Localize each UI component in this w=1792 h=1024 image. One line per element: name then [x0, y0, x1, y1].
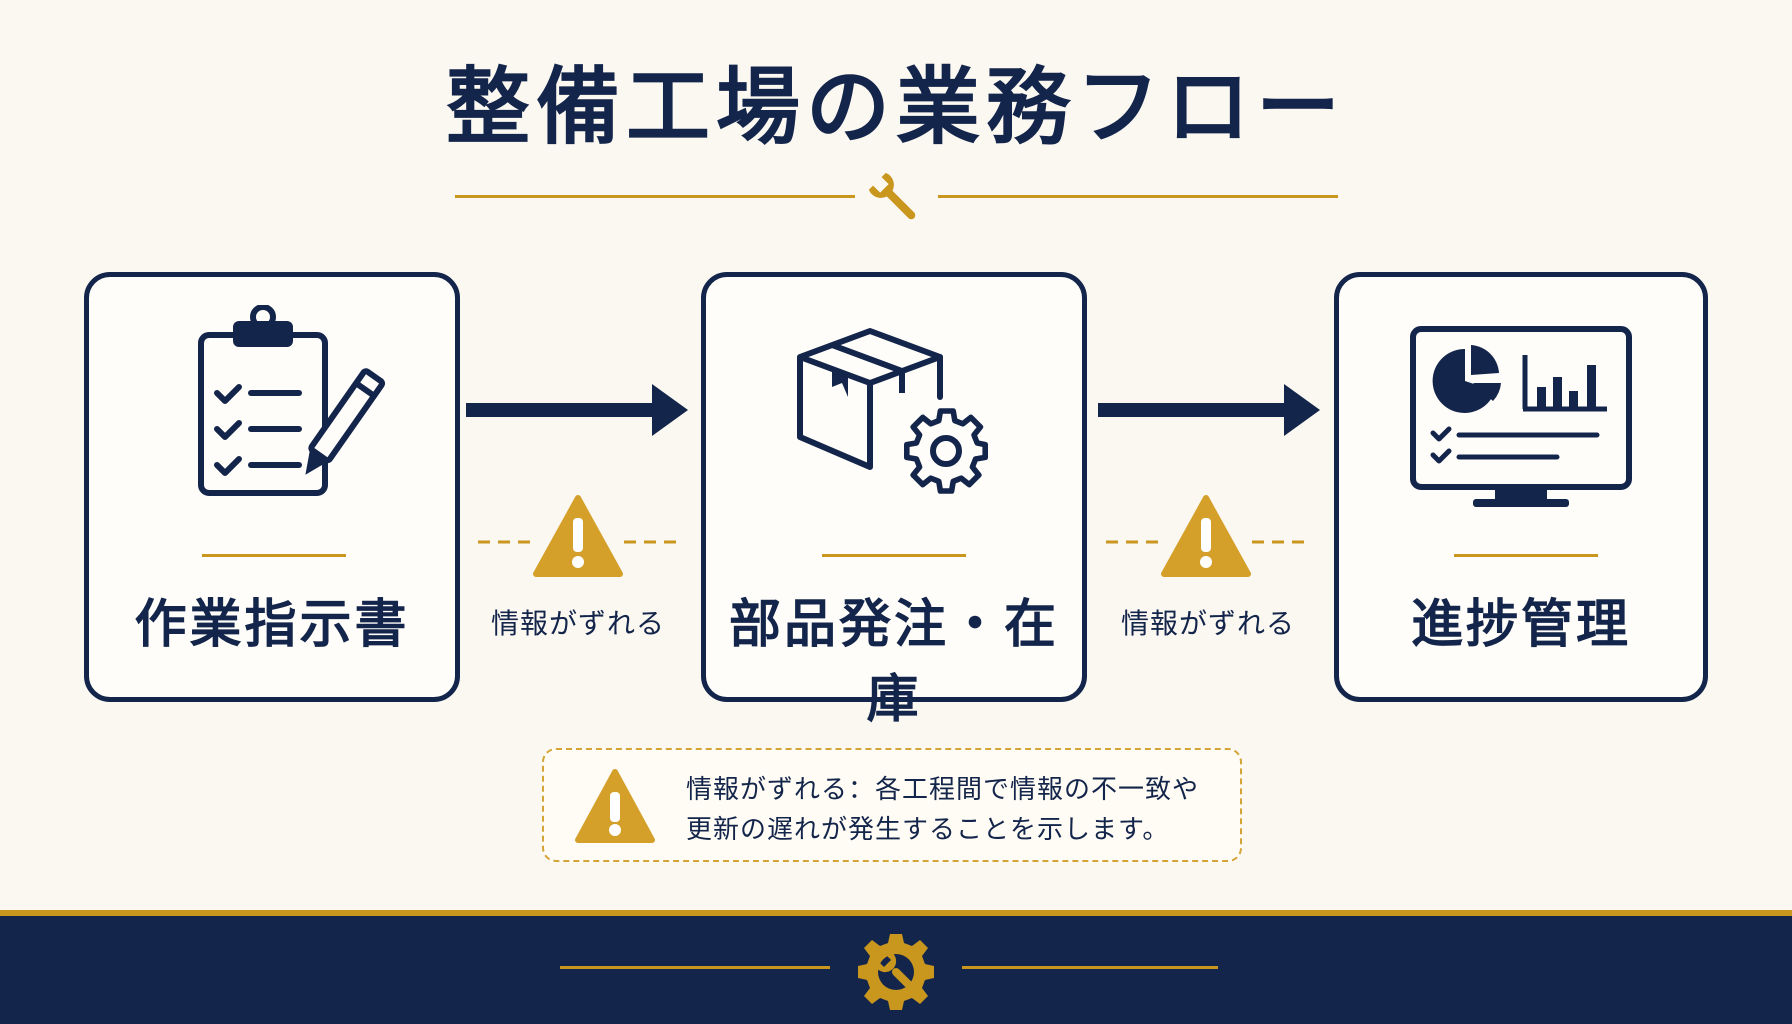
card-divider: [1454, 554, 1598, 557]
step-label: 作業指示書: [134, 595, 410, 655]
wrench-icon: [868, 172, 916, 220]
footer-divider-right: [962, 966, 1218, 969]
step-label: 進捗管理: [1410, 595, 1631, 655]
legend-text: 情報がずれる：各工程間で情報の不一致や 更新の遅れが発生することを示します。: [686, 770, 1199, 850]
step-card-work-order: 作業指示書: [84, 272, 460, 702]
card-divider: [202, 554, 346, 557]
title-divider-right: [938, 195, 1338, 198]
footer-divider-left: [560, 966, 830, 969]
title-divider-left: [455, 195, 855, 198]
warning-connector-1: [478, 495, 678, 577]
flow-arrow-2: [1098, 384, 1320, 436]
step-card-progress: 進捗管理: [1334, 272, 1708, 702]
gear-wrench-icon: [858, 934, 934, 1010]
warning-connector-2: [1106, 495, 1306, 577]
footer-bar: [0, 916, 1792, 1024]
box-gear-icon: [797, 328, 989, 494]
card-divider: [822, 554, 966, 557]
step-label: 部品発注・在庫: [728, 595, 1059, 730]
flow-arrow-1: [466, 384, 688, 436]
monitor-dashboard-icon: [1410, 326, 1632, 507]
warning-label-2: 情報がずれる: [1120, 607, 1295, 640]
footer-accent-line: [0, 910, 1792, 916]
warning-icon: [575, 769, 655, 843]
legend-line-1: 情報がずれる：各工程間で情報の不一致や: [686, 775, 1200, 805]
clipboard-checklist-icon: [198, 305, 386, 496]
legend-line-2: 更新の遅れが発生することを示します。: [686, 815, 1170, 845]
warning-label-1: 情報がずれる: [490, 607, 665, 640]
step-card-parts-order: 部品発注・在庫: [701, 272, 1087, 730]
page-title: 整備工場の業務フロー: [445, 58, 1346, 156]
legend-note: 情報がずれる：各工程間で情報の不一致や 更新の遅れが発生することを示します。: [542, 748, 1242, 862]
